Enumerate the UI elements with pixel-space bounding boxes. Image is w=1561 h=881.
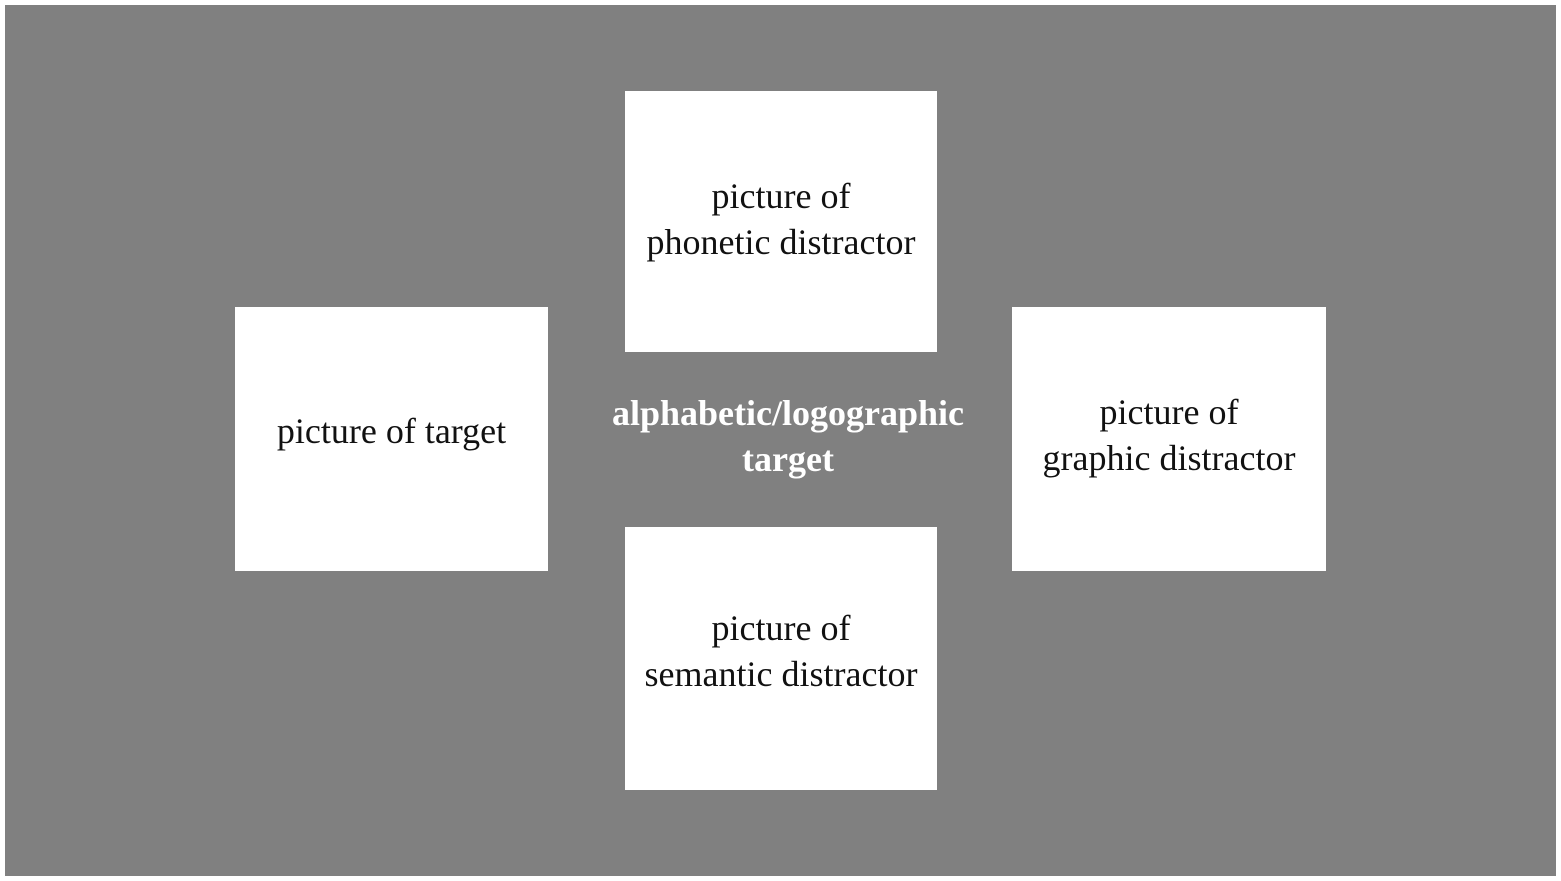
semantic-distractor-card[interactable]: picture of semantic distractor — [625, 527, 937, 790]
semantic-distractor-label-line1: picture of — [711, 608, 851, 648]
semantic-distractor-label-line2: semantic distractor — [644, 654, 918, 694]
center-target-word-line1: alphabetic/logographic — [611, 393, 965, 433]
target-picture-label: picture of target — [276, 411, 507, 451]
center-target-word-line2: target — [742, 439, 834, 479]
graphic-distractor-card[interactable]: picture of graphic distractor — [1012, 307, 1326, 571]
target-picture-card[interactable]: picture of target — [235, 307, 548, 571]
graphic-distractor-label-line1: picture of — [1099, 392, 1239, 432]
phonetic-distractor-card[interactable]: picture of phonetic distractor — [625, 91, 937, 352]
graphic-distractor-label-line2: graphic distractor — [1042, 438, 1296, 478]
stimulus-display: picture of phonetic distractor picture o… — [5, 5, 1556, 876]
phonetic-distractor-label-line2: phonetic distractor — [646, 222, 916, 262]
center-target-word: alphabetic/logographic target — [580, 390, 996, 482]
phonetic-distractor-label-line1: picture of — [711, 176, 851, 216]
